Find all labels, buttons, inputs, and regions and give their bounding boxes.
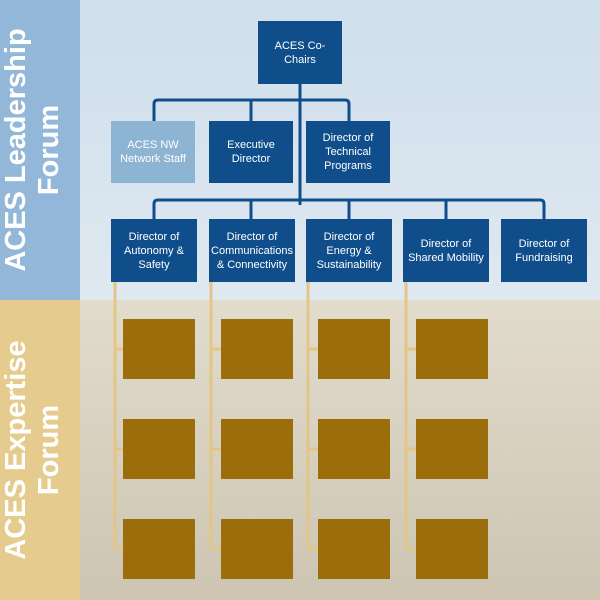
network-staff-label: ACES NW Network Staff	[120, 139, 186, 165]
expert-block	[416, 519, 488, 579]
expert-block	[221, 319, 293, 379]
director-autonomy-label: Director of Autonomy & Safety	[124, 230, 184, 271]
expert-block	[221, 419, 293, 479]
expert-block	[318, 519, 390, 579]
technical-programs-box: Director of Technical Programs	[306, 121, 390, 183]
technical-programs-label: Director of Technical Programs	[322, 132, 374, 172]
expert-block	[123, 319, 195, 379]
director-communications-label: Director of Communications & Connectivit…	[211, 230, 293, 271]
executive-director-label: Executive Director	[227, 139, 275, 165]
director-energy-label: Director of Energy & Sustainability	[316, 230, 382, 271]
leadership-forum-band: ACES Leadership Forum	[0, 0, 80, 300]
director-fundraising-box: Director of Fundraising	[501, 219, 587, 282]
director-shared-mobility-label: Director of Shared Mobility	[408, 237, 484, 264]
co-chairs-box: ACES Co-Chairs	[258, 21, 342, 84]
expert-block	[123, 519, 195, 579]
director-shared-mobility-box: Director of Shared Mobility	[403, 219, 489, 282]
director-energy-box: Director of Energy & Sustainability	[306, 219, 392, 282]
expert-block	[416, 419, 488, 479]
expert-block	[123, 419, 195, 479]
expertise-forum-band: ACES Expertise Forum	[0, 300, 80, 600]
executive-director-box: Executive Director	[209, 121, 293, 183]
expert-block	[221, 519, 293, 579]
director-communications-box: Director of Communications & Connectivit…	[209, 219, 295, 282]
expert-block	[318, 319, 390, 379]
expert-block	[416, 319, 488, 379]
co-chairs-label: ACES Co-Chairs	[274, 39, 326, 66]
network-staff-box: ACES NW Network Staff	[111, 121, 195, 183]
expertise-area	[0, 300, 600, 600]
director-fundraising-label: Director of Fundraising	[515, 237, 573, 264]
expert-block	[318, 419, 390, 479]
director-autonomy-box: Director of Autonomy & Safety	[111, 219, 197, 282]
